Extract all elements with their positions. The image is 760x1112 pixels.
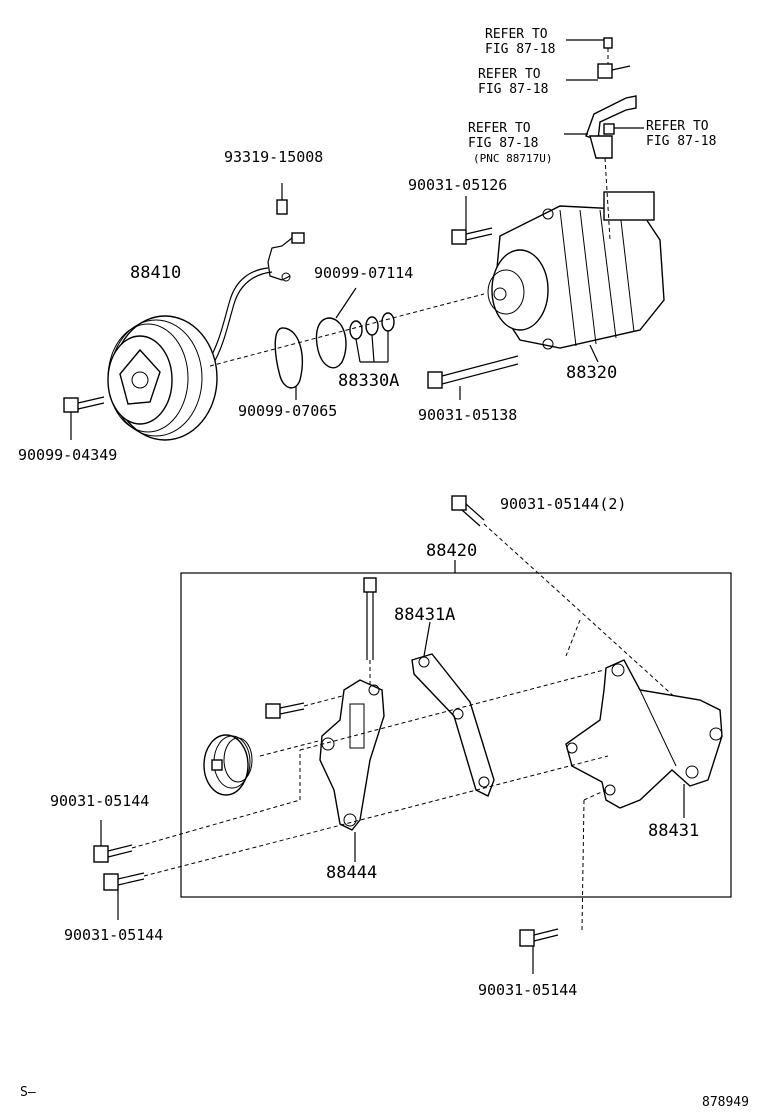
magnet-clutch-88410 <box>107 315 218 441</box>
label-refer-4b: FIG 87-18 <box>646 134 716 149</box>
compressor-88320 <box>487 191 665 363</box>
bolt-90031-05126 <box>451 196 493 245</box>
label-90099-07065: 90099-07065 <box>238 402 337 420</box>
snap-ring-90099-07114 <box>315 287 357 369</box>
label-refer-3b: FIG 87-18 <box>468 136 538 151</box>
fitting-bolt-top <box>566 37 613 49</box>
footer-left: S– <box>20 1085 36 1100</box>
bolt-vertical-88444 <box>363 577 377 660</box>
label-90031-05144-bottom: 90031-05144 <box>478 981 577 999</box>
fitting-clip <box>566 63 631 81</box>
clutch-wire-harness <box>207 232 305 367</box>
shim-90099-07065 <box>274 327 303 400</box>
label-refer-3a: REFER TO <box>468 121 531 136</box>
fitting-hose <box>564 95 644 159</box>
label-88431A: 88431A <box>394 605 455 625</box>
label-93319-15008: 93319-15008 <box>224 148 323 166</box>
footer-right: 878949 <box>702 1095 749 1110</box>
label-88330A: 88330A <box>338 371 399 391</box>
bolt-side-88444 <box>265 702 305 719</box>
label-refer-1b: FIG 87-18 <box>485 42 555 57</box>
bolt-90031-05144-left-upper <box>93 820 133 863</box>
shims-88330A <box>349 312 395 363</box>
label-88410: 88410 <box>130 263 181 283</box>
label-90031-05138: 90031-05138 <box>418 406 517 424</box>
bolt-90099-04349 <box>63 396 105 440</box>
bracket-88444 <box>319 679 385 831</box>
label-refer-4a: REFER TO <box>646 119 709 134</box>
label-refer-2a: REFER TO <box>478 67 541 82</box>
label-88431: 88431 <box>648 821 699 841</box>
label-90031-05144-x2: 90031-05144(2) <box>500 495 626 513</box>
bolt-93319-15008 <box>276 183 288 215</box>
idler-pulley <box>203 734 253 796</box>
label-refer-3c: (PNC 88717U) <box>473 152 552 165</box>
label-90099-07114: 90099-07114 <box>314 264 413 282</box>
bolt-90031-05144-x2 <box>451 495 485 527</box>
bracket-88431A <box>411 653 495 797</box>
label-refer-1a: REFER TO <box>485 27 548 42</box>
label-88320: 88320 <box>566 363 617 383</box>
label-90099-04349: 90099-04349 <box>18 446 117 464</box>
bolt-90031-05144-bottom <box>519 928 559 974</box>
label-90031-05126: 90031-05126 <box>408 176 507 194</box>
bolt-90031-05138 <box>427 355 519 400</box>
label-88444: 88444 <box>326 863 377 883</box>
label-90031-05144-left2: 90031-05144 <box>64 926 163 944</box>
label-refer-2b: FIG 87-18 <box>478 82 548 97</box>
label-88420: 88420 <box>426 541 477 561</box>
bracket-assembly-box <box>180 572 732 898</box>
label-90031-05144-left1: 90031-05144 <box>50 792 149 810</box>
bolt-90031-05144-left-lower <box>103 872 145 920</box>
bracket-88431 <box>565 659 723 809</box>
